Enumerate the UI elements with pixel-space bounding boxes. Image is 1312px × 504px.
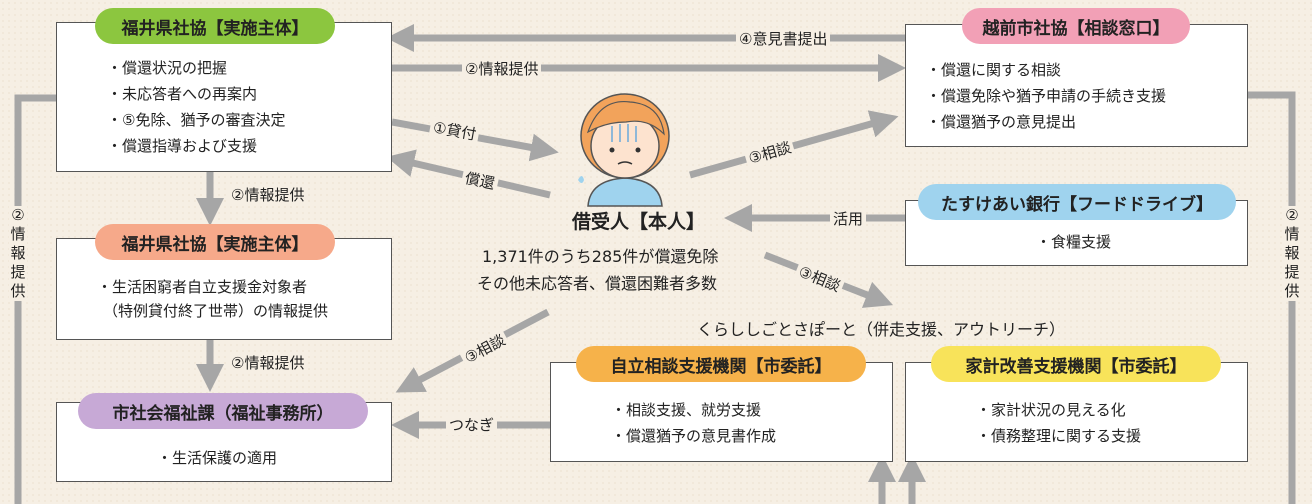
- label-info-down-2: ②情報提供: [228, 352, 308, 373]
- label-info-left: ② 情 報 提 供: [9, 206, 27, 301]
- city-welfare-title: 市社会福祉課（福祉事務所）: [78, 393, 368, 429]
- label-use: 活用: [830, 208, 867, 229]
- person-eye: [635, 147, 641, 153]
- label-info-right-vertical: ② 情 報 提 供: [1283, 206, 1301, 301]
- person-eye: [609, 147, 615, 153]
- kakei-title: 家計改善支援機関【市委託】: [931, 346, 1221, 382]
- jiritsu-item: 相談支援、就労支援: [611, 397, 776, 423]
- fukui-mid-line-1: ・生活困窮者自立支援金対象者: [97, 278, 308, 296]
- label-opinion: ④意見書提出: [736, 28, 831, 49]
- echizen-box: 償還に関する相談 償還免除や猶予申請の手続き支援 償還猶予の意見提出: [905, 24, 1248, 147]
- kurashi-label: くらししごとさぽーと（併走支援、アウトリーチ）: [697, 320, 1066, 339]
- fukui-top-item: 未応答者への再案内: [107, 81, 285, 107]
- city-welfare-item: 生活保護の適用: [157, 445, 277, 471]
- fukui-top-box: 償還状況の把握 未応答者への再案内 ⑤免除、猶予の審査決定 償還指導および支援: [56, 22, 392, 172]
- label-connect: つなぎ: [446, 414, 498, 435]
- echizen-title: 越前市社協【相談窓口】: [962, 8, 1190, 44]
- kakei-item: 家計状況の見える化: [976, 397, 1141, 423]
- fukui-top-item: 償還状況の把握: [107, 55, 285, 81]
- person-mouth: [617, 161, 633, 165]
- person-body: [587, 177, 663, 207]
- echizen-item: 償還猶予の意見提出: [926, 109, 1166, 135]
- person-title: 借受人【本人】: [572, 211, 706, 233]
- label-info-down-1: ②情報提供: [228, 184, 308, 205]
- person-line-1: 1,371件のうち285件が償還免除: [482, 247, 719, 266]
- fukui-mid-line-2: （特例貸付終了世帯）の情報提供: [103, 302, 329, 320]
- fukui-top-item: ⑤免除、猶予の審査決定: [107, 107, 285, 133]
- person-bangs: [586, 100, 665, 136]
- sweat-drop: [578, 176, 584, 183]
- tasukeai-item: 食糧支援: [1036, 229, 1111, 255]
- arrow-loop-right: [1248, 91, 1296, 504]
- jiritsu-item: 償還猶予の意見書作成: [611, 423, 776, 449]
- tasukeai-title: たすけあい銀行【フードドライブ】: [918, 184, 1236, 220]
- fukui-mid-title: 福井県社協【実施主体】: [95, 224, 335, 260]
- person-line-2: その他未応答者、償還困難者多数: [477, 274, 718, 293]
- arrow-loop-left: [14, 94, 56, 504]
- person-illustration: [578, 93, 670, 207]
- label-info-right: ②情報提供: [462, 58, 542, 79]
- fukui-top-item: 償還指導および支援: [107, 133, 285, 159]
- kakei-item: 債務整理に関する支援: [976, 423, 1141, 449]
- echizen-item: 償還に関する相談: [926, 57, 1166, 83]
- echizen-item: 償還免除や猶予申請の手続き支援: [926, 83, 1166, 109]
- jiritsu-title: 自立相談支援機関【市委託】: [576, 346, 866, 382]
- fukui-top-title: 福井県社協【実施主体】: [95, 8, 335, 44]
